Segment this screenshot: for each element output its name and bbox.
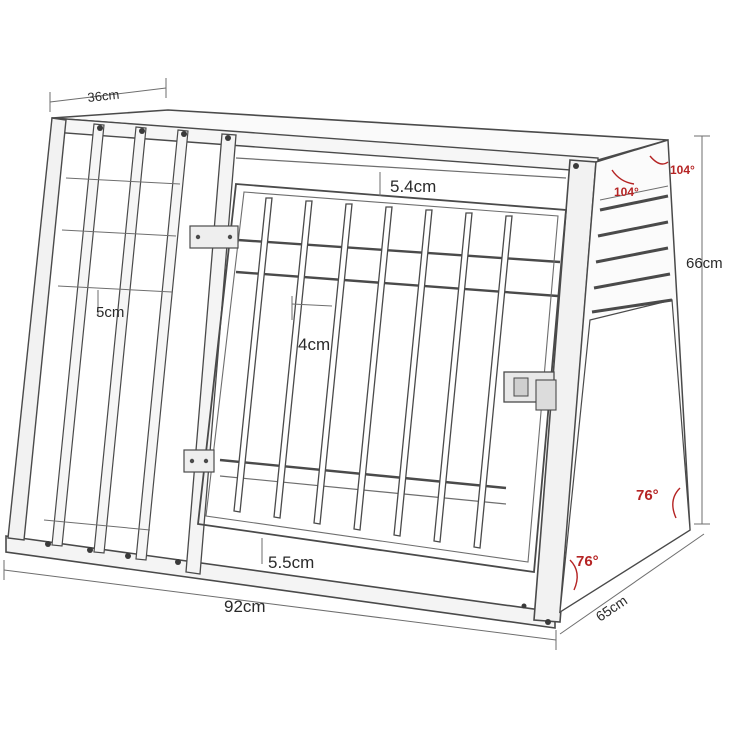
dim-door-top-gap: 5.4cm [390, 177, 436, 196]
frame-bolts [45, 125, 579, 625]
door-hinge-top [189, 225, 239, 249]
angle-top-back-inner: 104° [614, 185, 639, 199]
door-bars [233, 197, 513, 549]
angle-arcs [569, 155, 681, 591]
crate-side-panel [559, 139, 691, 614]
dimension-lines [3, 78, 710, 650]
angle-top-back-outer: 104° [670, 163, 695, 177]
angle-back-side: 76° [636, 487, 659, 504]
crate-front-frame [5, 117, 599, 629]
dim-bar-gap-side: 5cm [96, 304, 124, 321]
crate-door [183, 183, 567, 574]
dim-height: 66cm [686, 255, 723, 272]
door-hinge-bottom [183, 449, 215, 473]
dim-depth: 65cm [593, 592, 630, 624]
crate-interior [219, 157, 567, 505]
angle-bottom-back: 76° [576, 553, 599, 570]
dim-door-bottom-gap: 5.5cm [268, 553, 314, 572]
dim-width-top: 36cm [87, 87, 120, 105]
dim-bar-gap-door: 4cm [298, 335, 330, 354]
door-latch [503, 371, 557, 411]
dim-length: 92cm [224, 597, 266, 616]
